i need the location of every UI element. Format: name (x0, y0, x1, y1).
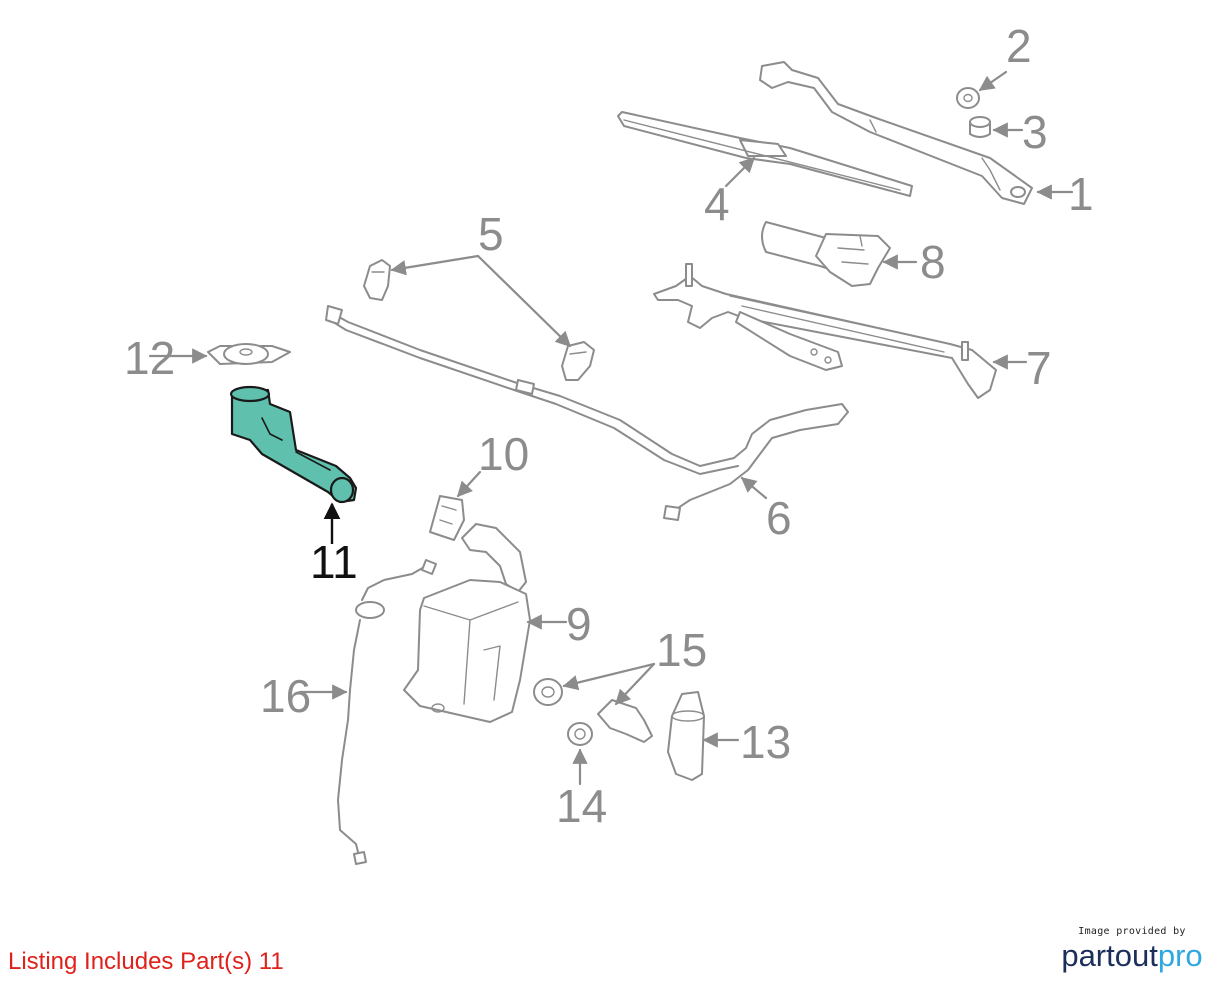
logo-part-2: pro (1157, 938, 1203, 973)
callout-11: 11 (310, 536, 358, 588)
callout-12: 12 (124, 332, 175, 384)
callout-6: 6 (766, 492, 792, 544)
leader-lines (148, 70, 1074, 786)
part-2-nut (956, 87, 980, 109)
partoutpro-logo: partoutpro (1052, 939, 1212, 973)
part-3-cap (969, 116, 991, 138)
callout-10: 10 (478, 428, 529, 480)
part-13-washer-pump (667, 691, 705, 781)
callout-2: 2 (1006, 20, 1032, 72)
part-16-hose (337, 559, 437, 865)
callout-5: 5 (478, 208, 504, 260)
part-12-filler-cap (207, 343, 291, 365)
part-15-grommet-elbow (533, 678, 653, 743)
callout-8: 8 (920, 236, 946, 288)
part-4-wiper-blade (617, 111, 913, 197)
credit-caption: Image provided by (1078, 926, 1186, 937)
part-6-washer-hose (325, 305, 849, 521)
callout-15: 15 (656, 624, 707, 676)
part-9-washer-reservoir (403, 523, 531, 723)
part-8-wiper-motor (761, 221, 891, 287)
callout-16: 16 (260, 670, 311, 722)
callout-14: 14 (556, 780, 607, 832)
callout-3: 3 (1022, 106, 1048, 158)
callout-13: 13 (740, 716, 791, 768)
callout-1: 1 (1068, 168, 1094, 220)
image-credit: Image provided by partoutpro (1052, 926, 1212, 973)
part-1-wiper-arm (759, 61, 1033, 205)
part-14-seal (567, 722, 593, 746)
part-5-hose-clips (363, 259, 595, 381)
part-7-wiper-linkage (653, 263, 997, 399)
callout-7: 7 (1026, 342, 1052, 394)
callout-4: 4 (704, 178, 730, 230)
logo-part-1: partout (1061, 938, 1158, 973)
listing-note: Listing Includes Part(s) 11 (8, 948, 284, 975)
part-11-filler-neck-highlighted (229, 385, 358, 504)
part-10-bracket (429, 495, 465, 541)
callout-9: 9 (566, 598, 592, 650)
